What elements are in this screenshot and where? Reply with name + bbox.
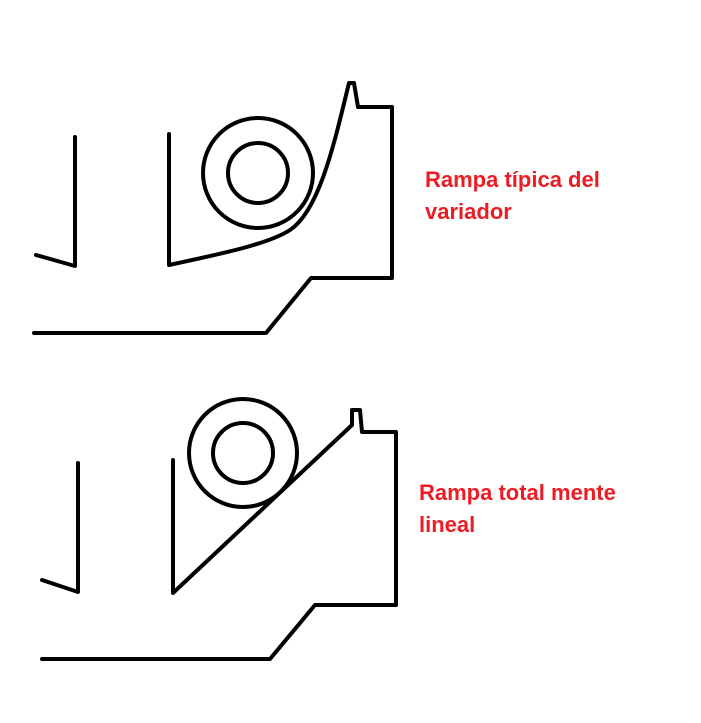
roller-outer-circle [201,116,315,230]
roller-inner-circle [226,141,290,205]
label-line-2: variador [425,199,512,224]
linear-ramp [40,408,398,661]
label-line-2: lineal [419,512,476,537]
curved-ramp [32,81,394,335]
left-wall [34,135,77,268]
label-line-1: Rampa total mente [419,480,616,505]
roller-inner-circle [211,421,275,485]
label-line-1: Rampa típica del [425,167,600,192]
typical-ramp-label: Rampa típica del variador [425,164,600,228]
left-wall [40,461,80,594]
linear-ramp-label: Rampa total mente lineal [419,477,616,541]
typical-ramp-drawing [32,81,394,335]
roller-outer-circle [187,397,299,509]
linear-ramp-drawing [40,397,398,661]
